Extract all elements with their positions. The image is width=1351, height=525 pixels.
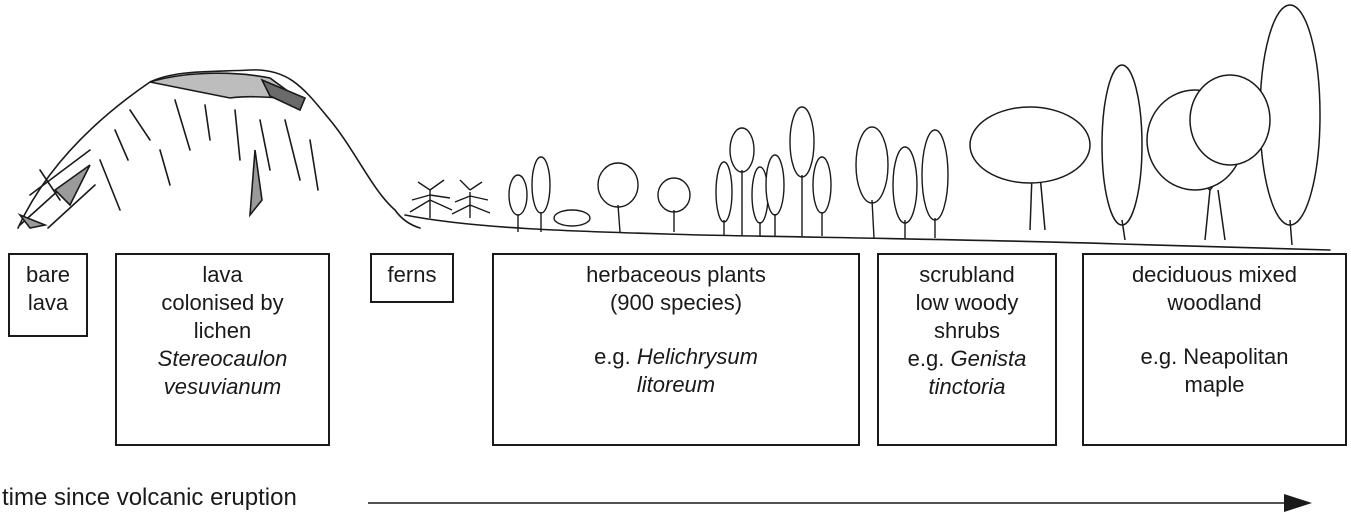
stage-text: colonised by bbox=[161, 290, 283, 315]
woodland-drawing bbox=[970, 5, 1320, 245]
stage-label-line: e.g. Helichrysum bbox=[494, 343, 858, 371]
stage-text: deciduous mixed bbox=[1132, 262, 1297, 287]
stage-text: shrubs bbox=[934, 318, 1000, 343]
stage-label-line: (900 species) bbox=[494, 289, 858, 317]
stage-text: (900 species) bbox=[610, 290, 742, 315]
stage-label-line: colonised by bbox=[117, 289, 328, 317]
stage-label-line: bare bbox=[10, 261, 86, 289]
stage-label-line: scrubland bbox=[879, 261, 1055, 289]
stage-label-line: maple bbox=[1084, 371, 1345, 399]
stage-text: bare bbox=[26, 262, 70, 287]
stage-box-ferns: ferns bbox=[370, 253, 454, 303]
stage-label-line: lava bbox=[117, 261, 328, 289]
stage-text: herbaceous plants bbox=[586, 262, 766, 287]
stage-text: lichen bbox=[194, 318, 251, 343]
species-name: vesuvianum bbox=[164, 374, 281, 399]
species-name: Helichrysum bbox=[637, 344, 758, 369]
ferns-drawing bbox=[410, 180, 490, 218]
stage-box-woodland: deciduous mixed woodland e.g. Neapolitan ma… bbox=[1082, 253, 1347, 446]
scrubland-drawing bbox=[856, 127, 948, 238]
species-name: Stereocaulon bbox=[158, 346, 288, 371]
stage-label-line: woodland bbox=[1084, 289, 1345, 317]
stage-label-line: Stereocaulon bbox=[117, 345, 328, 373]
stage-text: e.g. Neapolitan bbox=[1141, 344, 1289, 369]
stage-label-line: shrubs bbox=[879, 317, 1055, 345]
herbaceous-drawing bbox=[509, 107, 831, 236]
stage-box-herbaceous: herbaceous plants (900 species) e.g. Helic… bbox=[492, 253, 860, 446]
stage-label-line: e.g. Genista bbox=[879, 345, 1055, 373]
stage-text: e.g. bbox=[908, 346, 951, 371]
stage-box-bare-lava: bare lava bbox=[8, 253, 88, 337]
stage-label-line: e.g. Neapolitan bbox=[1084, 343, 1345, 371]
stage-text: low woody bbox=[916, 290, 1019, 315]
stage-label-line: low woody bbox=[879, 289, 1055, 317]
stage-text: lava bbox=[28, 290, 68, 315]
stage-label-line: lichen bbox=[117, 317, 328, 345]
species-name: Genista bbox=[950, 346, 1026, 371]
stage-text: ferns bbox=[388, 262, 437, 287]
stage-text: woodland bbox=[1167, 290, 1261, 315]
stage-text: scrubland bbox=[919, 262, 1014, 287]
species-name: tinctoria bbox=[928, 374, 1005, 399]
stage-label-line: ferns bbox=[372, 261, 452, 289]
stage-label-line: herbaceous plants bbox=[494, 261, 858, 289]
stage-label-line: vesuvianum bbox=[117, 373, 328, 401]
time-arrow bbox=[368, 494, 1312, 512]
stage-text: maple bbox=[1185, 372, 1245, 397]
stage-label-line: lava bbox=[10, 289, 86, 317]
time-axis-label: time since volcanic eruption bbox=[2, 484, 297, 512]
stage-text: e.g. bbox=[594, 344, 637, 369]
stage-text: lava bbox=[202, 262, 242, 287]
stage-label-line: deciduous mixed bbox=[1084, 261, 1345, 289]
stage-label-line: tinctoria bbox=[879, 373, 1055, 401]
species-name: litoreum bbox=[637, 372, 715, 397]
stage-label-line: litoreum bbox=[494, 371, 858, 399]
